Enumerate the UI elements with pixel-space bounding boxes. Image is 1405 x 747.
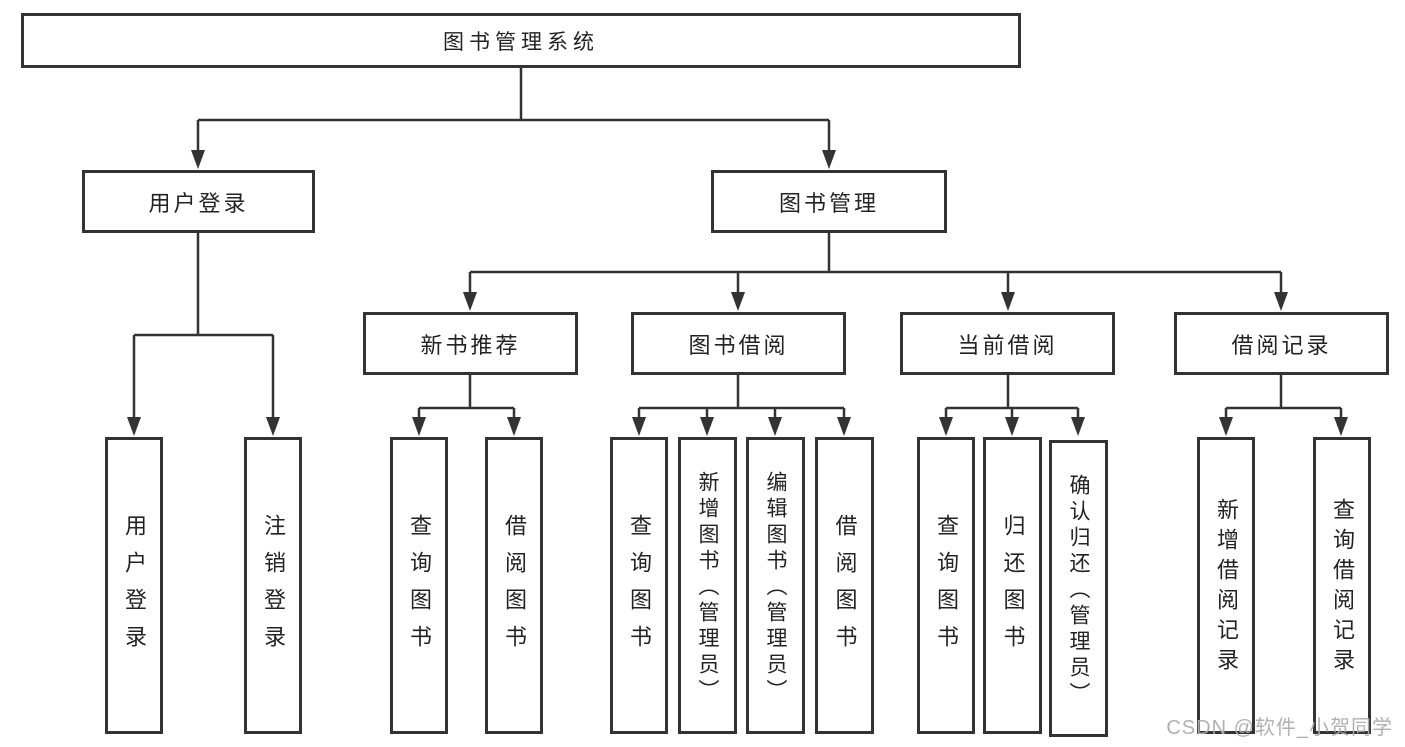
connector-root-to-level2 [191, 68, 836, 169]
leaf-records-query-record: 查询借阅记录 [1313, 437, 1371, 734]
leaf-borrow-edit-books-admin: 编辑图书（管理员） [746, 437, 805, 734]
leaf-user-login: 用户登录 [105, 437, 163, 734]
node-book-borrow: 图书借阅 [631, 312, 846, 375]
leaf-current-query-books: 查询图书 [917, 437, 975, 734]
connector-newbook-to-leaves [412, 375, 521, 436]
leaf-current-return-books: 归还图书 [983, 437, 1042, 734]
node-borrow-records: 借阅记录 [1174, 312, 1389, 375]
leaf-current-confirm-return-admin: 确认归还（管理员） [1049, 440, 1108, 737]
connector-login-to-leaves [127, 233, 280, 436]
connector-records-to-leaves [1219, 375, 1348, 436]
csdn-watermark: CSDN @软件_小贺同学 [1166, 717, 1393, 739]
leaf-newbook-borrow-books: 借阅图书 [485, 437, 543, 734]
node-user-login: 用户登录 [82, 170, 315, 233]
node-root-system: 图书管理系统 [21, 13, 1021, 68]
node-current-borrow: 当前借阅 [900, 312, 1115, 375]
leaf-borrow-add-books-admin: 新增图书（管理员） [678, 437, 737, 734]
connector-mgmt-to-level3 [463, 233, 1288, 311]
node-book-management: 图书管理 [711, 170, 947, 233]
leaf-borrow-borrow-books: 借阅图书 [815, 437, 874, 734]
leaf-logout: 注销登录 [244, 437, 302, 734]
leaf-newbook-query-books: 查询图书 [390, 437, 448, 734]
node-new-book-recommend: 新书推荐 [363, 312, 578, 375]
leaf-records-add-record: 新增借阅记录 [1197, 437, 1255, 734]
connector-current-to-leaves [939, 375, 1085, 436]
leaf-borrow-query-books: 查询图书 [610, 437, 668, 734]
connector-borrow-to-leaves [632, 375, 851, 436]
